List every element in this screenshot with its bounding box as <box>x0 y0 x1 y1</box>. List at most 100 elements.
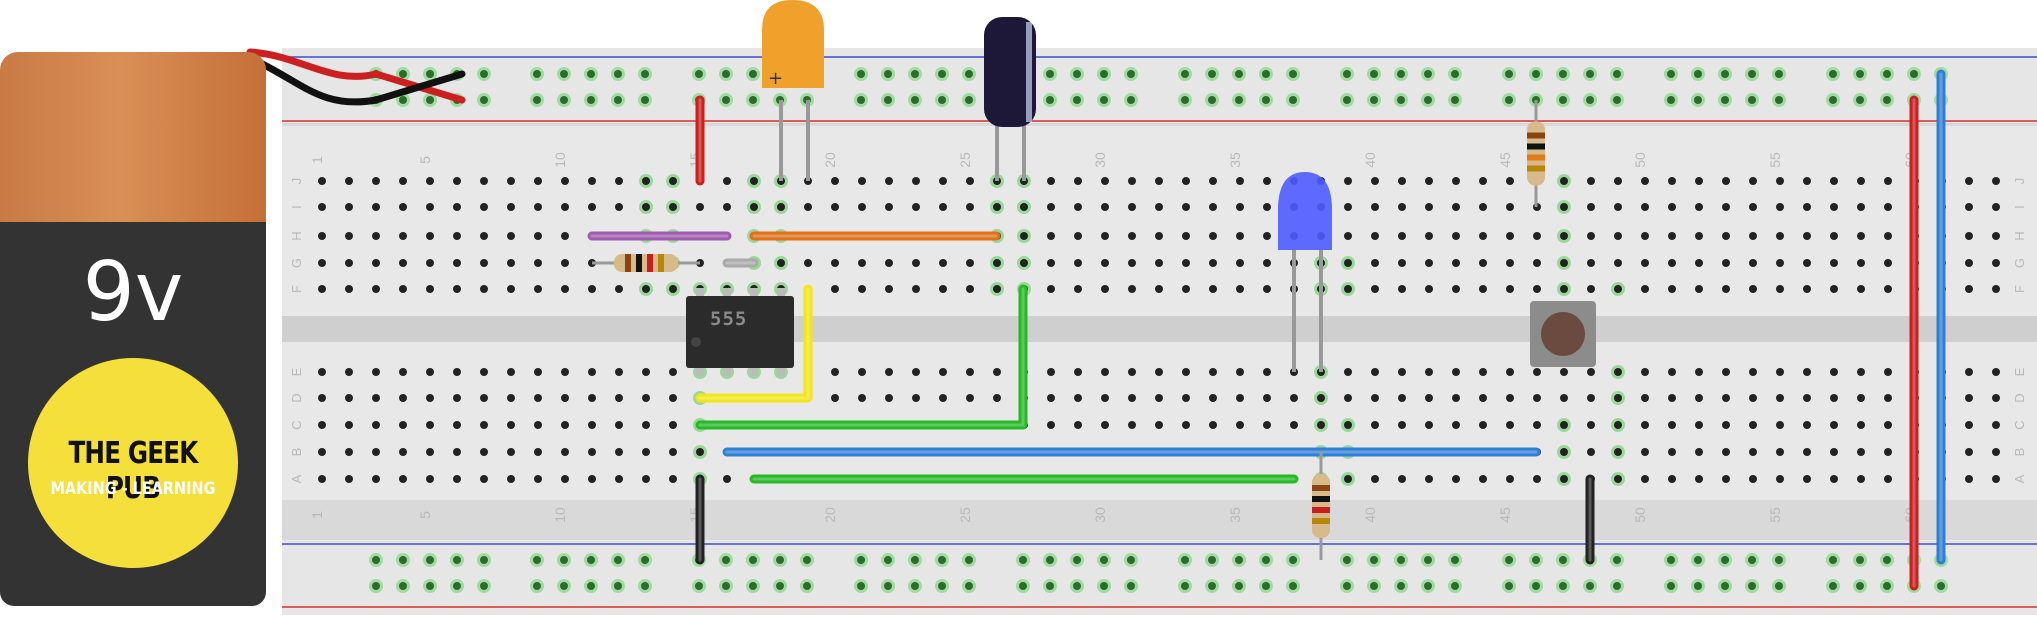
breadboard-hole <box>1992 448 2000 456</box>
breadboard-hole <box>453 259 461 267</box>
breadboard-hole <box>1128 177 1136 185</box>
breadboard-hole <box>1884 368 1892 376</box>
power-rail-hole <box>1424 70 1432 78</box>
breadboard-hole <box>966 259 974 267</box>
breadboard-hole <box>1668 368 1676 376</box>
breadboard-hole <box>615 448 623 456</box>
column-number-label: 35 <box>1227 507 1243 523</box>
ic-pin <box>750 368 758 376</box>
power-rail-hole <box>1100 96 1108 104</box>
breadboard-hole <box>1695 448 1703 456</box>
breadboard-hole <box>534 448 542 456</box>
power-rail-hole <box>776 582 784 590</box>
power-rail-hole <box>1181 96 1189 104</box>
breadboard-hole <box>1452 394 1460 402</box>
row-letter-label: B <box>289 448 304 457</box>
power-rail-hole <box>614 96 622 104</box>
breadboard-hole <box>1776 232 1784 240</box>
power-rail-hole <box>1343 70 1351 78</box>
power-rail-hole <box>1694 582 1702 590</box>
ic-pin <box>696 288 704 296</box>
breadboard-hole <box>372 394 380 402</box>
breadboard-hole <box>1398 285 1406 293</box>
breadboard-hole <box>318 203 326 211</box>
breadboard-hole <box>696 203 704 211</box>
breadboard-hole <box>1614 177 1622 185</box>
breadboard-hole <box>1236 421 1244 429</box>
breadboard-hole <box>534 177 542 185</box>
electrolytic-capacitor <box>984 17 1036 127</box>
breadboard-hole <box>831 203 839 211</box>
breadboard-hole <box>1344 394 1352 402</box>
power-rail-hole <box>884 556 892 564</box>
breadboard-hole <box>1749 259 1757 267</box>
breadboard-hole <box>642 475 650 483</box>
breadboard-hole <box>1587 448 1595 456</box>
breadboard-hole <box>1587 394 1595 402</box>
breadboard-hole <box>615 394 623 402</box>
power-rail-hole <box>1289 582 1297 590</box>
breadboard-hole <box>1425 203 1433 211</box>
breadboard-hole <box>1587 285 1595 293</box>
breadboard-hole <box>1425 394 1433 402</box>
power-rail-hole <box>722 70 730 78</box>
breadboard-hole <box>1695 394 1703 402</box>
breadboard-hole <box>1101 203 1109 211</box>
breadboard-hole <box>1236 259 1244 267</box>
breadboard-hole <box>885 394 893 402</box>
power-rail-hole <box>399 582 407 590</box>
breadboard-hole <box>1209 285 1217 293</box>
row-letter-label: C <box>289 420 304 429</box>
power-rail-hole <box>480 70 488 78</box>
resistor-r3-body <box>1312 474 1330 538</box>
breadboard-hole <box>1344 421 1352 429</box>
breadboard-hole <box>1263 177 1271 185</box>
breadboard-hole <box>966 285 974 293</box>
breadboard-hole <box>1857 368 1865 376</box>
breadboard-hole <box>1884 177 1892 185</box>
power-rail-hole <box>749 96 757 104</box>
breadboard-hole <box>1641 421 1649 429</box>
breadboard-hole <box>1695 475 1703 483</box>
center-channel <box>282 316 2037 342</box>
breadboard-hole <box>831 285 839 293</box>
power-rail-hole <box>1208 96 1216 104</box>
breadboard-hole <box>453 177 461 185</box>
power-rail-hole <box>1586 582 1594 590</box>
breadboard-hole <box>1695 285 1703 293</box>
resistor-r3-band <box>1312 496 1330 502</box>
row-letter-label: D <box>2012 393 2027 402</box>
power-rail-hole <box>480 556 488 564</box>
power-rail-hole <box>938 556 946 564</box>
breadboard-hole <box>1155 203 1163 211</box>
power-rail-hole <box>803 582 811 590</box>
power-rail-hole <box>1586 70 1594 78</box>
power-rail-hole <box>614 556 622 564</box>
breadboard-hole <box>966 368 974 376</box>
breadboard-hole <box>1506 394 1514 402</box>
breadboard-hole <box>345 394 353 402</box>
breadboard-hole <box>1398 475 1406 483</box>
breadboard-hole <box>1344 203 1352 211</box>
breadboard-hole <box>1776 448 1784 456</box>
breadboard-hole <box>1857 394 1865 402</box>
breadboard-hole <box>1776 394 1784 402</box>
breadboard-hole <box>1128 421 1136 429</box>
breadboard-hole <box>399 259 407 267</box>
row-letter-label: D <box>289 393 304 402</box>
breadboard-hole <box>1317 421 1325 429</box>
breadboard-hole <box>426 177 434 185</box>
breadboard-hole <box>426 203 434 211</box>
power-rail-hole <box>399 556 407 564</box>
row-letter-label: H <box>2012 231 2027 240</box>
breadboard-hole <box>318 285 326 293</box>
power-rail-hole <box>1343 556 1351 564</box>
column-number-label: 25 <box>957 507 973 523</box>
breadboard-hole <box>453 232 461 240</box>
power-rail-hole <box>1208 582 1216 590</box>
column-number-label: 10 <box>552 152 568 168</box>
column-number-label: 45 <box>1497 507 1513 523</box>
breadboard-hole <box>1560 448 1568 456</box>
breadboard-hole <box>615 285 623 293</box>
breadboard-hole <box>1506 368 1514 376</box>
